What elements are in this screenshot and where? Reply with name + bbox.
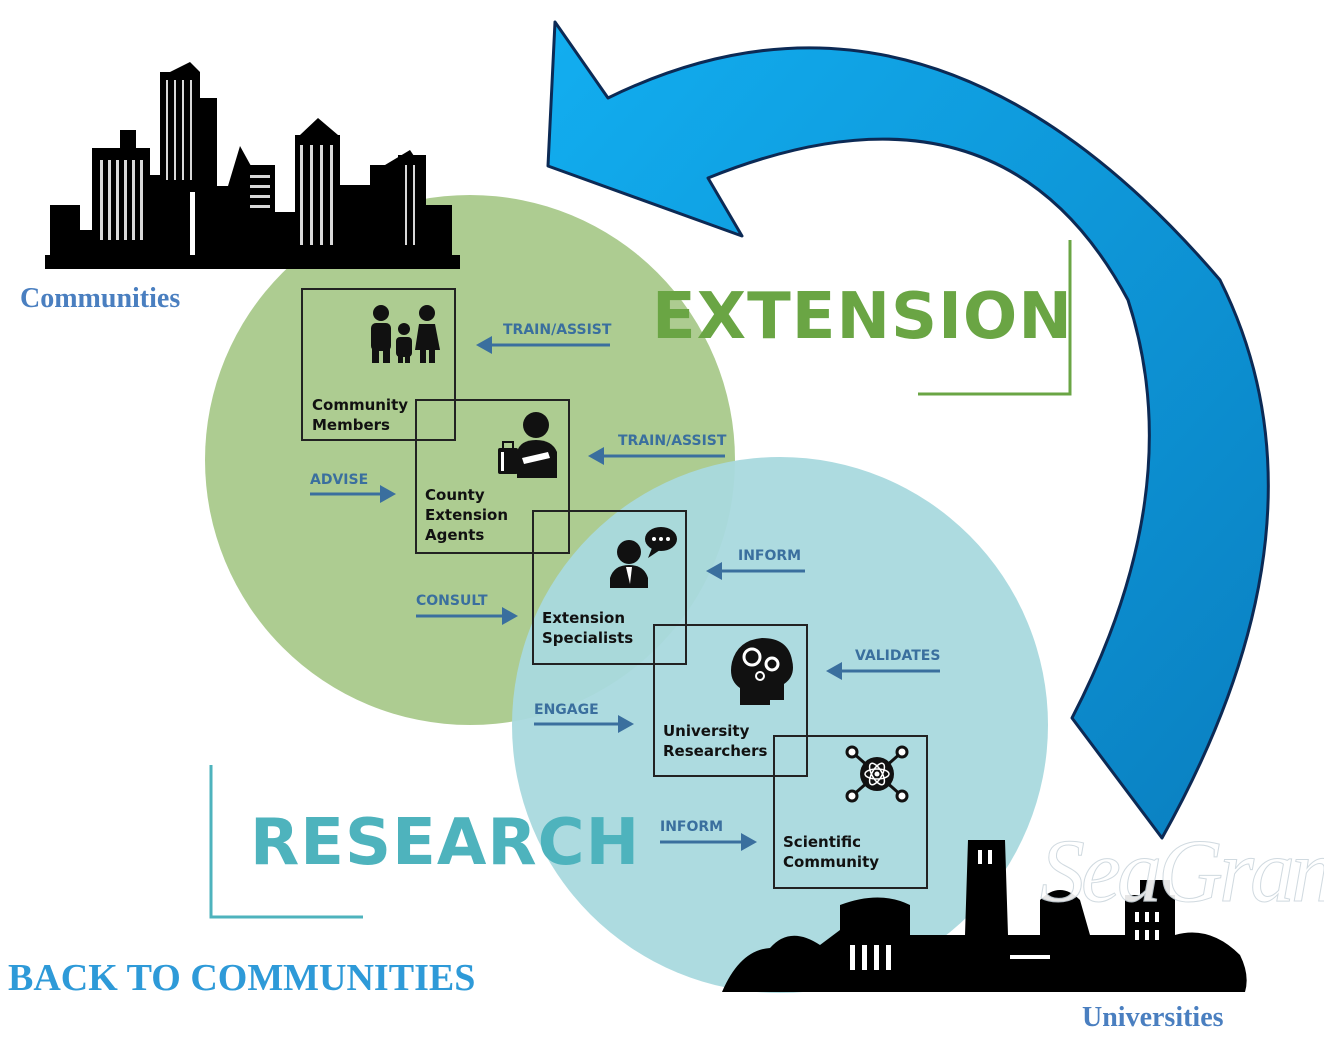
box-line: Scientific xyxy=(783,833,862,851)
arrow-inform-2 xyxy=(660,833,757,851)
box-line: Researchers xyxy=(663,742,768,760)
arrow-label-train-assist-1: TRAIN/ASSIST xyxy=(503,322,612,338)
arrow-train-assist-2 xyxy=(588,447,725,465)
brain-gears-icon xyxy=(731,638,793,705)
box-line: University xyxy=(663,722,750,740)
arrow-engage xyxy=(534,715,634,733)
box-line: Community xyxy=(312,396,409,414)
arrow-advise xyxy=(310,485,396,503)
arrow-label-inform-1: INFORM xyxy=(738,548,802,564)
box-university-researchers xyxy=(653,624,808,777)
research-circle xyxy=(512,457,1048,993)
box-line: Agents xyxy=(425,526,485,544)
box-line: Extension xyxy=(425,506,508,524)
arrow-label-consult: CONSULT xyxy=(416,593,488,609)
arrow-inform-1 xyxy=(706,562,805,580)
box-line: Members xyxy=(312,416,390,434)
box-label-scientific-community: Scientific Community xyxy=(783,832,879,872)
university-windows xyxy=(850,850,1159,970)
box-line: Specialists xyxy=(542,629,634,647)
box-extension-specialists xyxy=(532,510,687,665)
atom-network-icon xyxy=(845,745,909,803)
extension-corner-bracket xyxy=(918,240,1072,396)
research-corner-bracket xyxy=(209,765,363,919)
city-skyline-icon xyxy=(45,62,460,269)
box-line: Community xyxy=(783,853,880,871)
arrow-label-train-assist-2: TRAIN/ASSIST xyxy=(618,433,727,449)
seagrant-logo: SeaGrant xyxy=(1040,822,1324,922)
box-label-county-extension-agents: County Extension Agents xyxy=(425,485,508,545)
arrow-train-assist-1 xyxy=(476,336,610,354)
family-icon xyxy=(371,305,440,363)
box-label-university-researchers: University Researchers xyxy=(663,721,767,761)
box-county-extension-agents xyxy=(415,399,570,554)
research-title: RESEARCH xyxy=(250,806,641,880)
agent-icon xyxy=(498,412,557,478)
box-label-community-members: Community Members xyxy=(312,395,408,435)
back-to-communities-arrow xyxy=(546,20,1270,840)
box-label-extension-specialists: Extension Specialists xyxy=(542,608,633,648)
box-line: County xyxy=(425,486,485,504)
arrow-validates xyxy=(826,662,940,680)
box-line: Extension xyxy=(542,609,625,627)
arrow-label-advise: ADVISE xyxy=(310,472,369,488)
extension-title: EXTENSION xyxy=(652,280,1073,354)
back-to-communities-label: BACK TO COMMUNITIES xyxy=(8,957,476,999)
communities-label: Communities xyxy=(20,283,181,314)
arrow-label-inform-2: INFORM xyxy=(660,819,724,835)
box-scientific-community xyxy=(773,735,928,889)
flow-arrows xyxy=(310,336,940,851)
arrow-label-validates: VALIDATES xyxy=(855,648,941,664)
box-community-members xyxy=(301,288,456,441)
city-window-pattern xyxy=(100,80,415,245)
universities-label: Universities xyxy=(1082,1002,1224,1033)
arrow-consult xyxy=(416,607,518,625)
arrow-label-engage: ENGAGE xyxy=(534,702,599,718)
specialist-icon xyxy=(610,527,677,588)
